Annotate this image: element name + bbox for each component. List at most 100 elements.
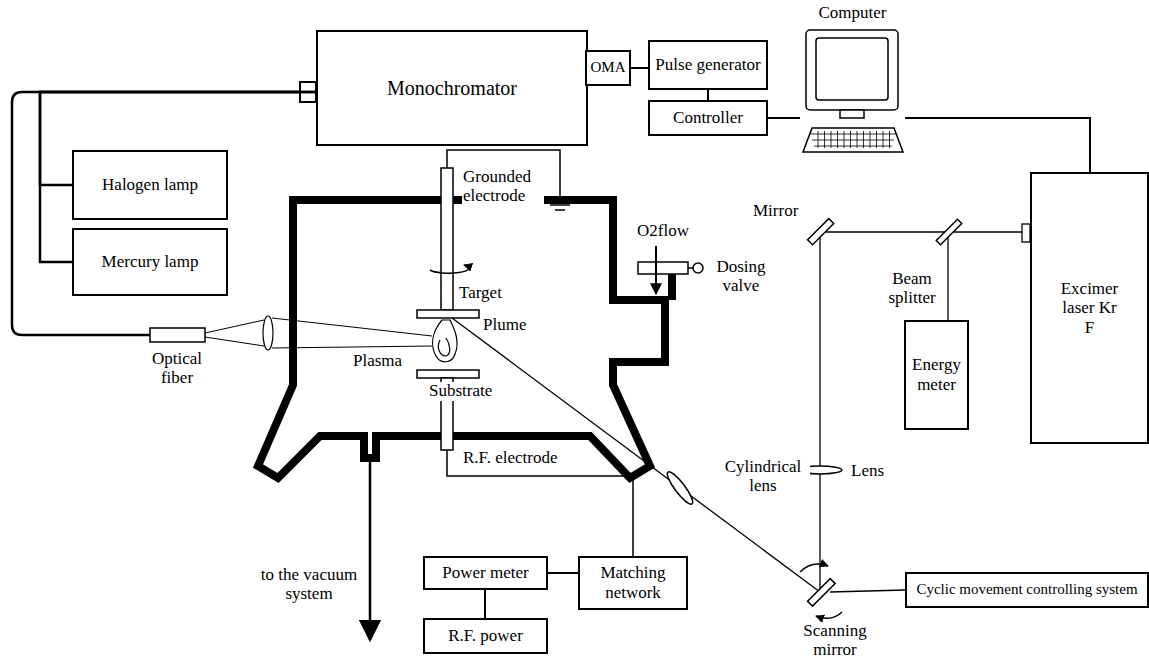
optical-fiber-cable [12, 92, 300, 335]
computer-icon [889, 131, 890, 148]
laser-beam-path [452, 318, 820, 592]
box-label: Halogen lamp [102, 175, 198, 195]
connector-line [548, 572, 578, 574]
dosing-valve [655, 246, 657, 294]
computer-icon [803, 30, 903, 152]
computer-icon [850, 131, 851, 148]
connector-line [707, 90, 709, 100]
computer-icon [803, 128, 903, 152]
plasma-plume [433, 320, 457, 362]
laser-beam-path [819, 232, 820, 592]
mirrors-and-lenses [816, 612, 842, 618]
box-label: Matching network [588, 563, 678, 602]
box-label: Cyclic movement controlling system [916, 581, 1137, 598]
collection-optics [263, 316, 273, 350]
box-label: Excimer laser Kr F [1058, 279, 1122, 338]
computer-icon [837, 131, 838, 148]
electrodes [545, 199, 575, 201]
electrodes [417, 370, 479, 378]
controller-box: Controller [648, 100, 768, 136]
box-label: Computer [819, 3, 887, 23]
laser-beam-path [820, 231, 1022, 232]
laser-beam-path [830, 590, 905, 592]
box-label: Energy meter [909, 355, 964, 394]
rf-power-box: R.F. power [423, 618, 548, 654]
mirrors-and-lenses [936, 219, 961, 244]
dosing-valve [693, 263, 703, 273]
box-label: Mercury lamp [102, 252, 199, 272]
mirrors-and-lenses [808, 579, 836, 607]
electrodes [417, 150, 633, 556]
computer-icon [857, 131, 858, 148]
vacuum-label: to the vacuum system [254, 566, 364, 603]
laser-beam-path [1022, 224, 1030, 242]
electrodes [430, 265, 469, 273]
optical-fiber-cable [12, 82, 316, 342]
fiber-label: Optical fiber [140, 350, 214, 387]
collection-optics [205, 337, 264, 346]
gas-flow-label: O2flow [636, 222, 690, 241]
electrodes [417, 310, 479, 318]
excimer-laser-box: Excimer laser Kr F [1030, 172, 1149, 444]
computer-node: Computer [800, 3, 905, 155]
monochromator-box: Monochromator [316, 30, 588, 146]
laser-beam-path [452, 224, 1030, 592]
electrodes [441, 168, 453, 310]
target-label: Target [458, 284, 503, 303]
oma-box: OMA [585, 50, 631, 86]
movement-controller-box: Cyclic movement controlling system [905, 572, 1149, 608]
mirrors-and-lenses [808, 219, 834, 245]
vacuum-outlet-arrow [369, 458, 372, 640]
connector-line [905, 118, 1090, 172]
pulse-generator-box: Pulse generator [648, 40, 768, 90]
beam-splitter-label: Beam splitter [880, 270, 944, 307]
vacuum-chamber [258, 200, 665, 478]
energy-meter-box: Energy meter [904, 320, 969, 430]
connector-line [631, 67, 648, 69]
box-label: Controller [673, 108, 743, 128]
dosing-valve [638, 246, 703, 294]
computer-icon [824, 131, 825, 148]
electrodes [447, 450, 633, 556]
computer-icon [870, 131, 871, 148]
computer-icon [863, 131, 864, 148]
collection-optics [205, 316, 432, 350]
electrodes [550, 204, 570, 206]
computer-icon [814, 146, 892, 147]
computer-icon [883, 131, 884, 148]
valve-label: Dosing valve [708, 258, 774, 295]
lens-label: Lens [850, 462, 885, 481]
vacuum-outlet-arrow [369, 458, 372, 640]
scanning-mirror-label: Scanning mirror [792, 622, 878, 659]
computer-icon [810, 131, 896, 148]
mirror-label: Mirror [752, 202, 799, 221]
power-meter-box: Power meter [423, 556, 548, 590]
connector-line [768, 117, 800, 119]
collection-optics [205, 320, 264, 333]
box-label: Monochromator [387, 77, 517, 100]
plume-label: Plume [482, 316, 527, 335]
computer-icon [816, 38, 888, 100]
computer-icon [818, 131, 819, 148]
dosing-valve [638, 262, 688, 274]
lens-label: Cylindrical lens [716, 458, 810, 495]
vacuum-chamber [668, 274, 676, 300]
electrodes [555, 209, 565, 211]
laser-beam-path [947, 232, 948, 320]
electrode-label: R.F. electrode [462, 449, 558, 468]
electrode-label: Grounded electrode [462, 168, 544, 205]
computer-icon [806, 30, 898, 110]
halogen-lamp-box: Halogen lamp [72, 150, 228, 220]
substrate-label: Substrate [428, 382, 493, 401]
box-label: R.F. power [448, 626, 523, 646]
plasma-label: Plasma [352, 352, 403, 371]
computer-icon [831, 131, 832, 148]
box-label: Pulse generator [655, 55, 760, 75]
matching-network-box: Matching network [578, 556, 688, 610]
plasma-plume [433, 320, 457, 362]
box-label: Power meter [442, 563, 528, 583]
computer-icon [876, 131, 877, 148]
box-label: OMA [590, 59, 625, 76]
plasma-plume [438, 338, 449, 356]
